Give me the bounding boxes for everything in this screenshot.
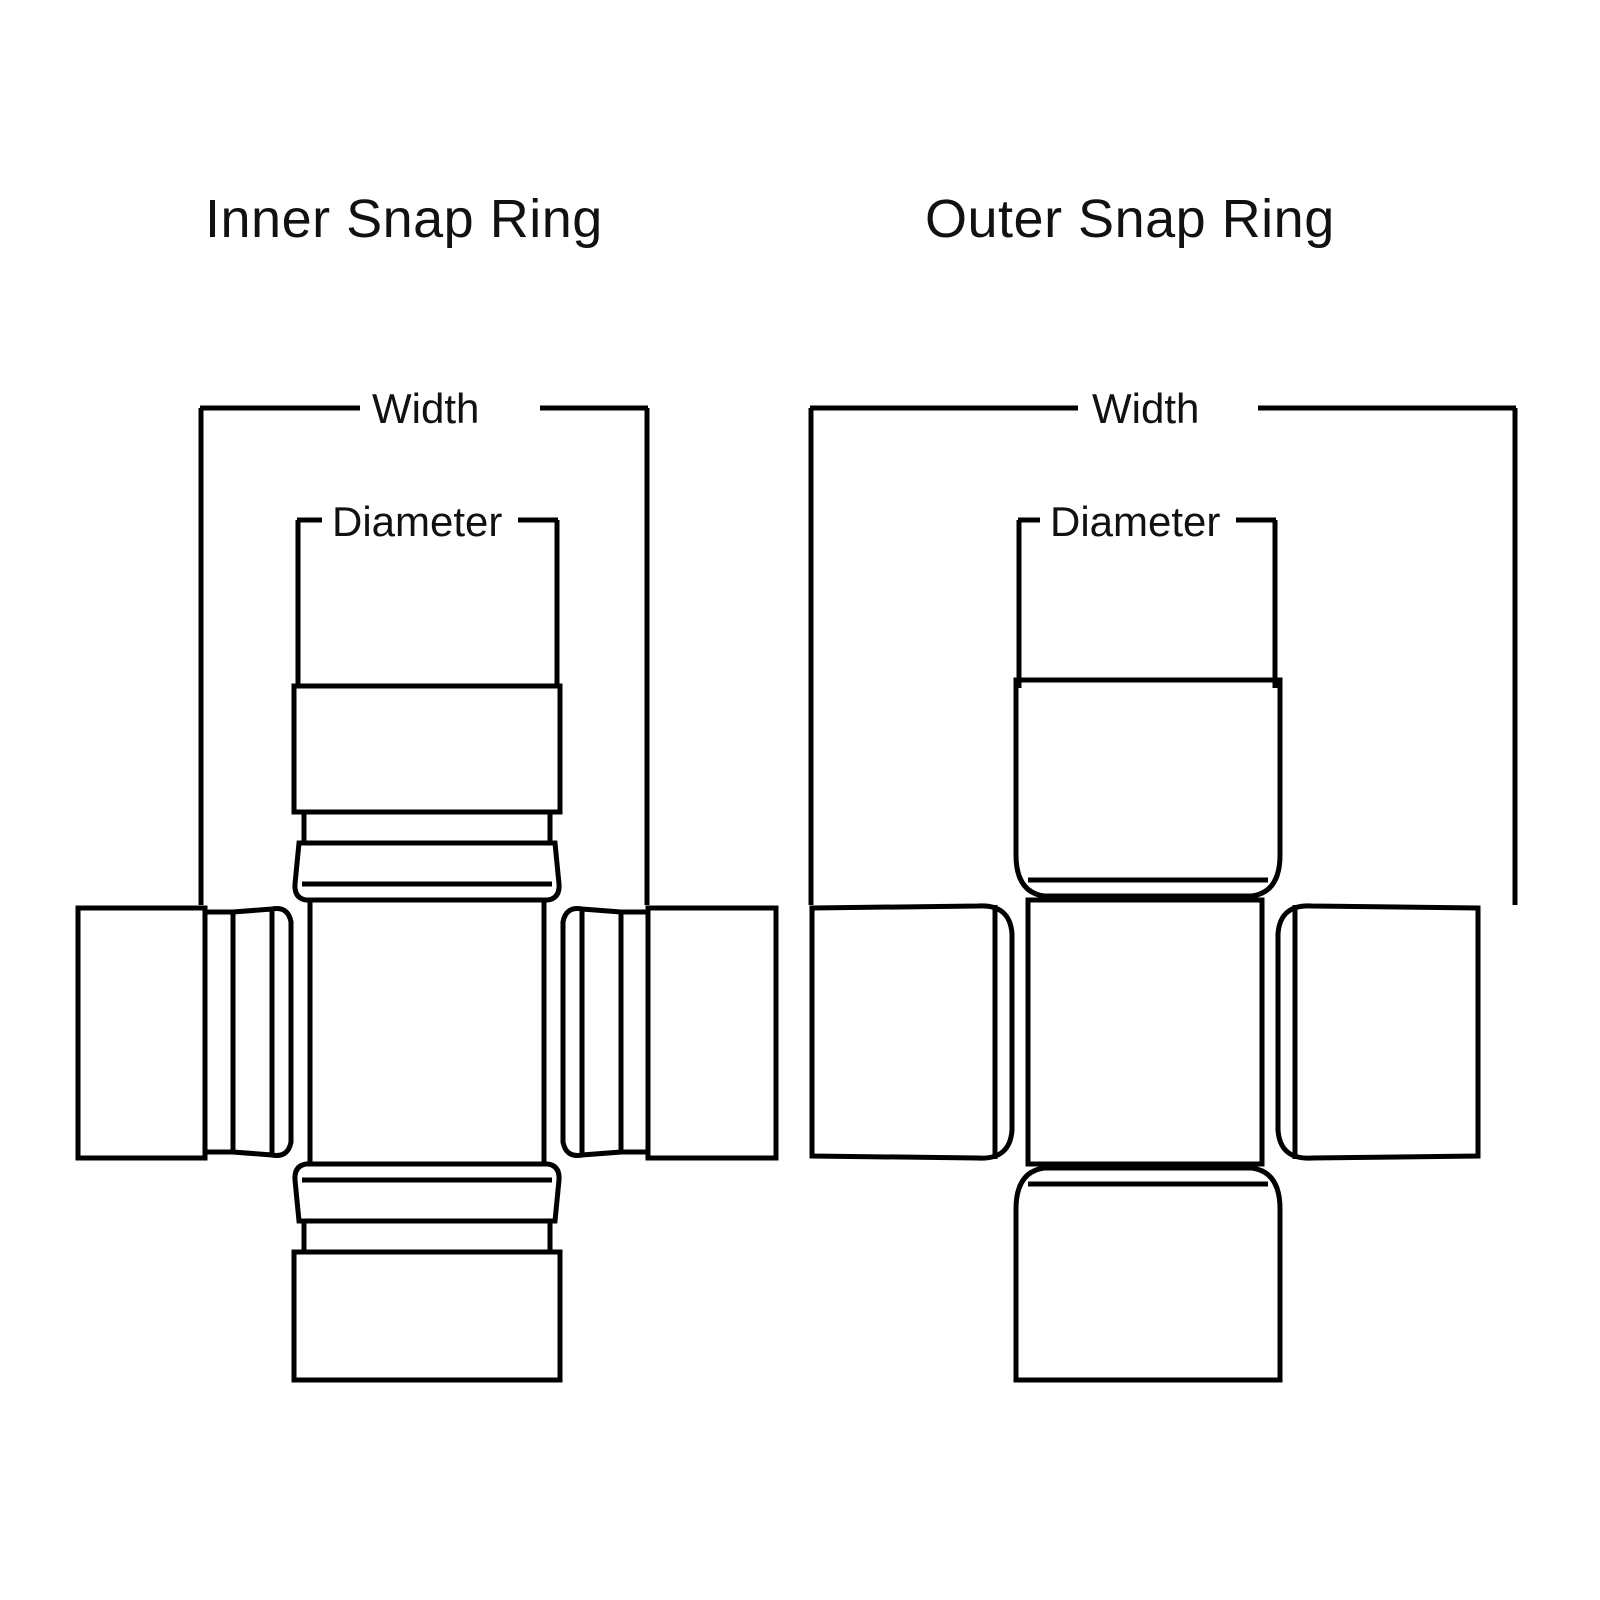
inner-snap-ring-drawing	[75, 405, 779, 1383]
bearing-cap-bottom-right-diagram	[1013, 1165, 1283, 1383]
bearing-cap-bottom-left-diagram	[291, 1249, 563, 1383]
snap-ring-groove-bottom-left-diagram	[301, 1218, 553, 1255]
center-body-left-diagram	[307, 897, 547, 1167]
bearing-cap-left-right-diagram	[809, 903, 1015, 1161]
dimension-label-diameter-inner: Diameter	[322, 498, 513, 546]
width-dimension-right	[808, 405, 1518, 905]
page-title-outer-snap-ring: Outer Snap Ring	[925, 189, 1335, 249]
center-body-right-diagram	[1025, 897, 1265, 1167]
bearing-cap-right-left-diagram	[645, 905, 779, 1161]
trunnion-bottom-left-diagram	[292, 1161, 562, 1224]
width-dimension-left	[198, 405, 650, 905]
dimension-label-width-inner: Width	[362, 385, 490, 433]
snap-ring-groove-right-left-diagram	[618, 909, 651, 1155]
dimension-label-width-outer: Width	[1082, 385, 1210, 433]
bearing-cap-left-left-diagram	[75, 905, 208, 1161]
trunnion-left-left-diagram	[230, 906, 294, 1158]
snap-ring-groove-top-left-diagram	[301, 809, 553, 846]
dimension-label-diameter-outer: Diameter	[1040, 498, 1231, 546]
trunnion-right-left-diagram	[560, 906, 624, 1158]
bearing-cap-right-right-diagram	[1275, 903, 1481, 1161]
diameter-dimension-right	[1016, 517, 1278, 688]
bearing-cap-top-left-diagram	[291, 683, 563, 815]
bearing-cap-top-right-diagram	[1013, 677, 1283, 899]
outer-snap-ring-drawing	[808, 405, 1518, 1383]
snap-ring-groove-left-left-diagram	[202, 909, 236, 1155]
trunnion-top-left-diagram	[292, 840, 562, 903]
page-title-inner-snap-ring: Inner Snap Ring	[205, 189, 603, 249]
diameter-dimension-left	[295, 517, 560, 688]
